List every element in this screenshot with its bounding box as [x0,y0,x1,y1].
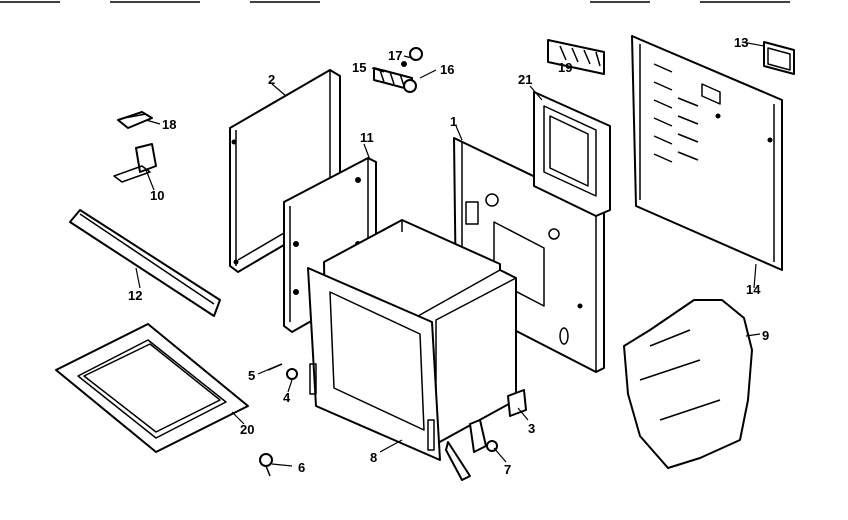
part-10-bracket [113,143,157,183]
callout-18: 18 [162,117,176,132]
part-14-cabinet-panel [631,35,783,271]
parts-15-16-17-latch [373,47,423,93]
callout-4: 4 [283,390,291,405]
callout-15: 15 [352,60,366,75]
callout-1: 1 [450,114,457,129]
callout-10: 10 [150,188,164,203]
callout-19: 19 [558,60,572,75]
part-13-bracket [763,41,795,75]
callout-2: 2 [268,72,275,87]
part-7-hinge-arm [445,419,498,481]
part-3-bracket [507,389,527,417]
callout-6: 6 [298,460,305,475]
callout-21: 21 [518,72,532,87]
callout-5: 5 [248,368,255,383]
callout-9: 9 [762,328,769,343]
callout-14: 14 [746,282,761,297]
callout-12: 12 [128,288,142,303]
part-9-insulation [623,299,753,469]
part-21-door-window [533,91,611,217]
callout-3: 3 [528,421,535,436]
callout-17: 17 [388,48,402,63]
oven-cavity-frame [307,219,517,461]
callout-11: 11 [360,130,374,145]
callout-8: 8 [370,450,377,465]
parts-4-5-6-fasteners [259,363,298,477]
callout-labels: 1 2 3 4 5 6 7 8 9 10 11 12 13 14 15 16 1… [128,35,769,477]
part-12-rail [69,209,221,317]
leader-lines [135,41,765,467]
callout-7: 7 [504,462,511,477]
part-20-tray [55,323,249,453]
part-19-hinge-assembly [547,39,605,75]
callout-13: 13 [734,35,748,50]
callout-20: 20 [240,422,254,437]
callout-16: 16 [440,62,454,77]
part-18-clip [117,111,153,129]
